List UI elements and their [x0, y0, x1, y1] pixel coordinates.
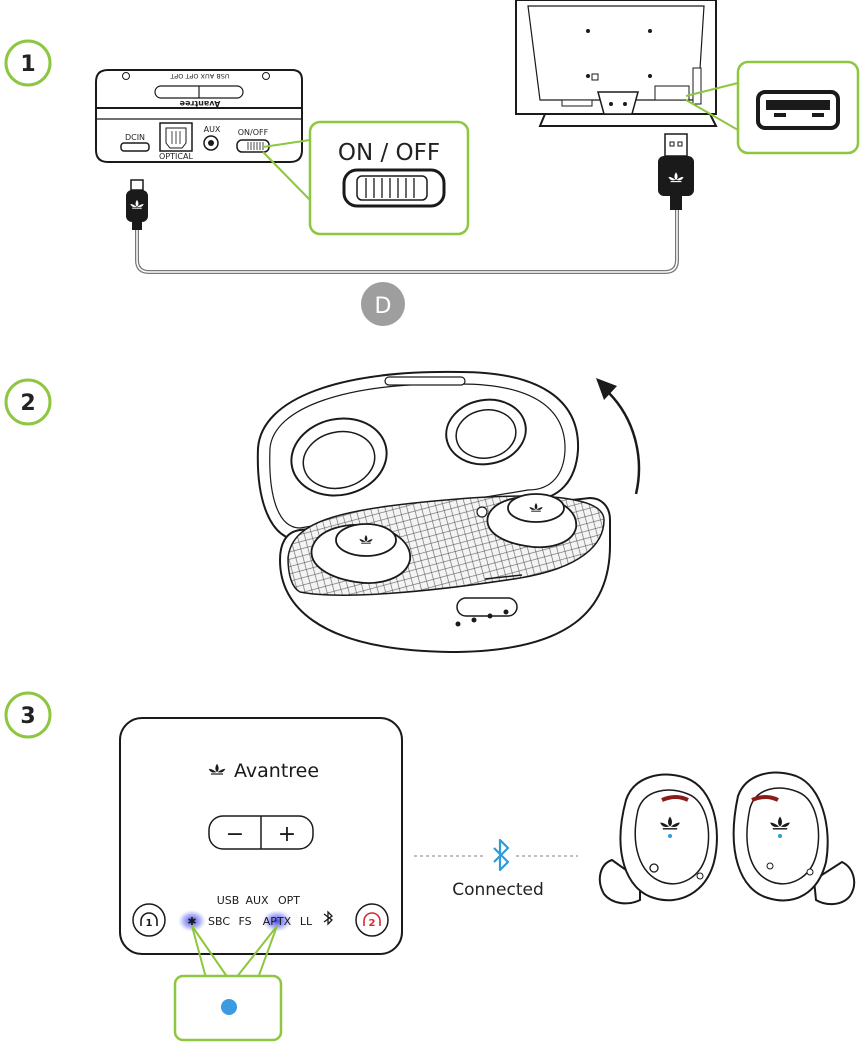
dcin-label: DCIN — [125, 133, 145, 142]
switch-callout: ON / OFF — [308, 120, 470, 236]
headphone-1-button[interactable]: 1 — [132, 903, 166, 937]
connection-status: Connected — [452, 880, 544, 900]
headphone-2-label: 2 — [369, 918, 376, 929]
usb-a-plug — [658, 133, 694, 210]
aptx-led-glow — [262, 910, 292, 932]
switch-callout-connector — [262, 139, 311, 201]
mode-label-opt: OPT — [278, 894, 300, 907]
onoff-label: ON/OFF — [238, 128, 269, 137]
onoff-switch-enlarged[interactable] — [342, 168, 446, 208]
codec-label-sbc: SBC — [208, 915, 230, 928]
mode-label-aux: AUX — [245, 894, 269, 907]
volume-down-label: − — [226, 822, 244, 847]
micro-usb-plug — [126, 179, 148, 230]
earbud-right-led — [778, 834, 782, 838]
headphone-2-button[interactable]: 2 — [355, 903, 389, 937]
volume-buttons — [208, 815, 314, 850]
step-1-badge: 1 — [4, 39, 52, 87]
headphone-2-icon — [363, 912, 381, 926]
blue-led-indicator — [221, 999, 237, 1015]
bt-led-glow — [178, 910, 206, 932]
power-switch-small[interactable]: ON/OFF — [236, 128, 270, 153]
step-2-badge: 2 — [4, 378, 52, 426]
mode-label-usb: USB — [217, 894, 240, 907]
step-1-number: 1 — [20, 52, 35, 77]
codec-label-ll: LL — [300, 915, 313, 928]
transmitter-top-brand: Avantree — [179, 99, 220, 108]
usb-port-callout — [736, 60, 860, 155]
volume-up-button[interactable]: + — [278, 822, 296, 847]
tv-back-view — [515, 0, 718, 127]
bt-indicator-icon: ✱ — [187, 915, 196, 928]
volume-down-button[interactable]: − — [226, 822, 244, 847]
dcin-port: DCIN — [120, 133, 150, 152]
led-callout-connector — [191, 925, 278, 979]
step-3-number: 3 — [20, 704, 35, 729]
earbuds-charging-case — [256, 370, 611, 654]
volume-up-label: + — [278, 822, 296, 847]
codec-label-fs: FS — [238, 915, 251, 928]
headphone-1-icon — [140, 912, 158, 926]
usb-cable-highlight — [136, 210, 678, 273]
cable-d-label: D — [375, 294, 392, 319]
case-battery-leds — [455, 609, 509, 627]
aux-label: AUX — [204, 125, 221, 134]
optical-label: OPTICAL — [159, 152, 193, 161]
led-callout — [173, 974, 283, 1042]
earbud-left-led — [668, 834, 672, 838]
headphone-1-label: 1 — [146, 918, 153, 929]
step-2-number: 2 — [20, 391, 35, 416]
open-lid-arrow-icon — [596, 378, 641, 495]
step-3-badge: 3 — [4, 691, 52, 739]
transmitter-brand: Avantree — [234, 760, 319, 782]
bluetooth-icon — [493, 838, 510, 872]
earbud-right — [732, 771, 856, 906]
earbud-left — [598, 773, 718, 905]
bluetooth-icon-small — [323, 910, 333, 926]
usb-callout-connector — [685, 82, 739, 131]
transmitter-top-mode-labels: USB AUX OPT OPT — [170, 72, 229, 80]
switch-callout-label: ON / OFF — [338, 140, 440, 166]
codec-label-aptx: APTX — [263, 915, 292, 928]
cable-d-badge: D — [361, 282, 405, 326]
aux-port: AUX — [203, 125, 221, 151]
optical-port: OPTICAL — [159, 122, 193, 161]
